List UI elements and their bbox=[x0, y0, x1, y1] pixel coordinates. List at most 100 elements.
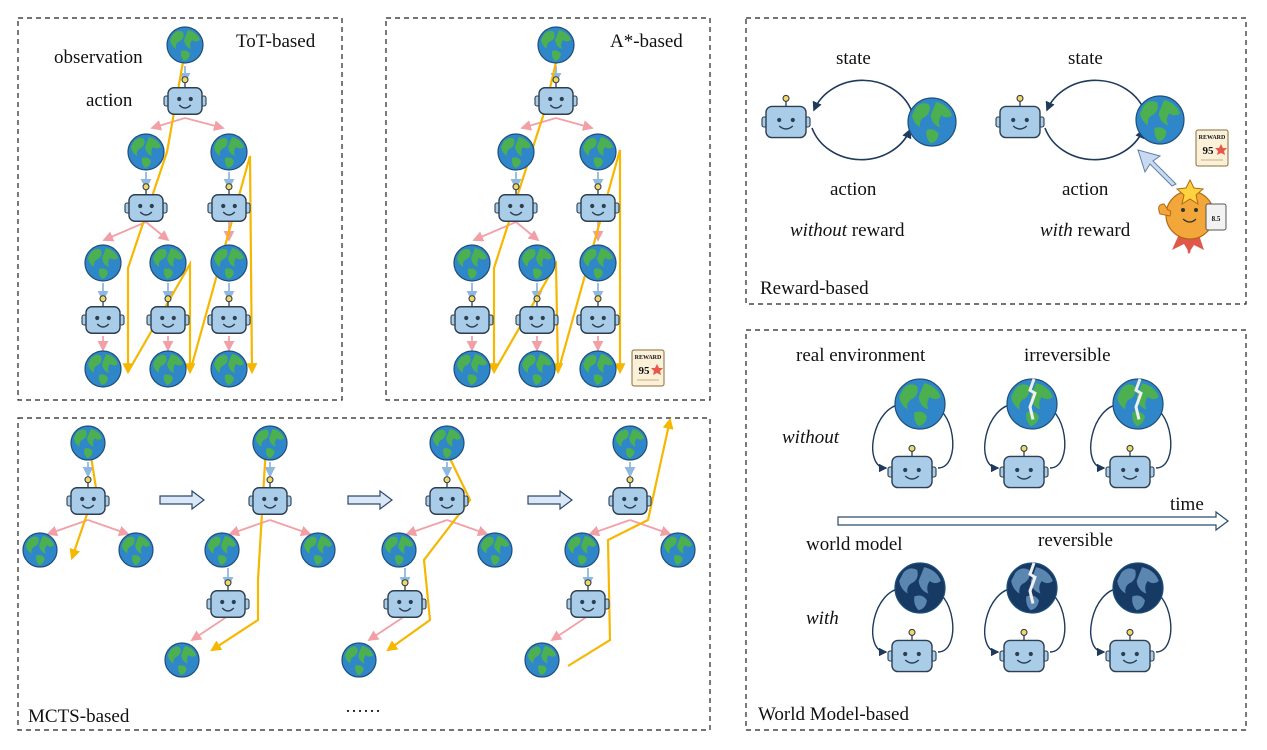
mcts-step4-root-robot bbox=[608, 476, 652, 515]
mcts-step4-root-earth bbox=[612, 425, 648, 461]
earth-icon bbox=[84, 350, 122, 388]
edge-arrow bbox=[87, 519, 130, 537]
edge-arrow bbox=[472, 221, 517, 242]
earth-icon bbox=[118, 532, 154, 568]
robot-icon bbox=[450, 295, 494, 334]
action-cycle-arrow bbox=[1044, 127, 1145, 161]
mcts-path-3 bbox=[386, 445, 472, 652]
state-label-right: state bbox=[1068, 48, 1103, 69]
earth-icon bbox=[127, 133, 165, 171]
edge-arrow bbox=[228, 519, 271, 537]
earth-icon bbox=[497, 133, 535, 171]
with-reward-caption: with reward bbox=[1040, 220, 1131, 241]
edge-arrow bbox=[145, 221, 170, 242]
edge-arrow bbox=[46, 519, 89, 537]
edge-arrow bbox=[555, 117, 594, 131]
state-cycle-arrow bbox=[812, 79, 913, 113]
reward-panel-border bbox=[745, 17, 1247, 305]
earth-icon bbox=[453, 244, 491, 282]
edge-arrow bbox=[190, 615, 229, 641]
earth-icon bbox=[164, 642, 200, 678]
mcts-panel-border bbox=[17, 417, 711, 731]
astar-title: A*-based bbox=[610, 31, 683, 52]
earth-icon bbox=[579, 350, 617, 388]
world-model-2-earth bbox=[1006, 562, 1058, 614]
mcts-ellipsis: …… bbox=[345, 696, 381, 716]
reward-card-score: 95 bbox=[639, 365, 651, 377]
reward-word-right: reward bbox=[1077, 220, 1130, 241]
mcts-title: MCTS-based bbox=[28, 706, 130, 727]
time-arrow bbox=[837, 510, 1229, 532]
earth-icon bbox=[22, 532, 58, 568]
time-label: time bbox=[1170, 494, 1204, 515]
robot-icon bbox=[515, 295, 559, 334]
action-cycle-arrow bbox=[811, 127, 912, 161]
astar-path-3 bbox=[556, 149, 626, 375]
astar-root-robot bbox=[534, 76, 578, 115]
real-environment-label: real environment bbox=[796, 345, 926, 366]
robot-icon bbox=[576, 183, 620, 222]
edge-arrow bbox=[269, 519, 312, 537]
reward-earth-left bbox=[907, 97, 957, 147]
astar-root-earth bbox=[537, 26, 575, 64]
earth-icon bbox=[300, 532, 336, 568]
edge-arrow bbox=[367, 615, 406, 641]
edge-arrow bbox=[515, 221, 540, 242]
mcts-step2-root-earth bbox=[252, 425, 288, 461]
reward-robot-left bbox=[761, 94, 811, 139]
reversible-label: reversible bbox=[1038, 530, 1113, 551]
robot-icon bbox=[81, 295, 125, 334]
earth-icon bbox=[149, 244, 187, 282]
earth-icon bbox=[210, 133, 248, 171]
earth-icon bbox=[518, 350, 556, 388]
reward-card-header: REWARD bbox=[1199, 135, 1226, 141]
earth-icon bbox=[564, 532, 600, 568]
reward-model-mascot-icon: 8.5 bbox=[1158, 178, 1227, 254]
real-env-1-robot bbox=[887, 444, 937, 489]
world-model-title: World Model-based bbox=[758, 704, 909, 725]
earth-icon bbox=[210, 350, 248, 388]
irreversible-label: irreversible bbox=[1024, 345, 1111, 366]
world-model-3-earth bbox=[1112, 562, 1164, 614]
mcts-step3-root-earth bbox=[429, 425, 465, 461]
reward-earth-right bbox=[1135, 95, 1185, 145]
reward-panel-card-icon: REWARD 95 bbox=[1195, 129, 1229, 167]
earth-icon bbox=[84, 244, 122, 282]
earth-icon bbox=[381, 532, 417, 568]
earth-icon bbox=[579, 244, 617, 282]
action-label-right: action bbox=[1062, 179, 1109, 200]
without-label: without bbox=[782, 427, 840, 448]
earth-icon bbox=[453, 350, 491, 388]
observation-label: observation bbox=[54, 47, 143, 68]
earth-icon bbox=[210, 244, 248, 282]
robot-icon bbox=[207, 183, 251, 222]
robot-icon bbox=[124, 183, 168, 222]
earth-icon bbox=[204, 532, 240, 568]
tot-title: ToT-based bbox=[236, 31, 316, 52]
action-label: action bbox=[86, 90, 133, 111]
earth-icon bbox=[477, 532, 513, 568]
reward-card-score: 95 bbox=[1203, 145, 1215, 157]
reward-title: Reward-based bbox=[760, 278, 869, 299]
earth-icon bbox=[660, 532, 696, 568]
real-env-2-earth bbox=[1006, 378, 1058, 430]
real-env-2-robot bbox=[999, 444, 1049, 489]
earth-icon bbox=[149, 350, 187, 388]
earth-icon bbox=[524, 642, 560, 678]
state-cycle-arrow bbox=[1045, 79, 1146, 113]
real-env-3-earth bbox=[1112, 378, 1164, 430]
reward-feed-arrow bbox=[1137, 149, 1177, 187]
world-model-3-robot bbox=[1105, 628, 1155, 673]
world-model-1-robot bbox=[887, 628, 937, 673]
real-env-1-earth bbox=[894, 378, 946, 430]
without-reward-caption: without reward bbox=[790, 220, 905, 241]
robot-icon bbox=[206, 579, 250, 618]
tot-path-2 bbox=[127, 259, 196, 375]
earth-icon bbox=[341, 642, 377, 678]
tot-root-earth bbox=[166, 26, 204, 64]
mcts-step-arrow-2 bbox=[347, 489, 393, 511]
earth-icon bbox=[579, 133, 617, 171]
action-label-left: action bbox=[830, 179, 877, 200]
